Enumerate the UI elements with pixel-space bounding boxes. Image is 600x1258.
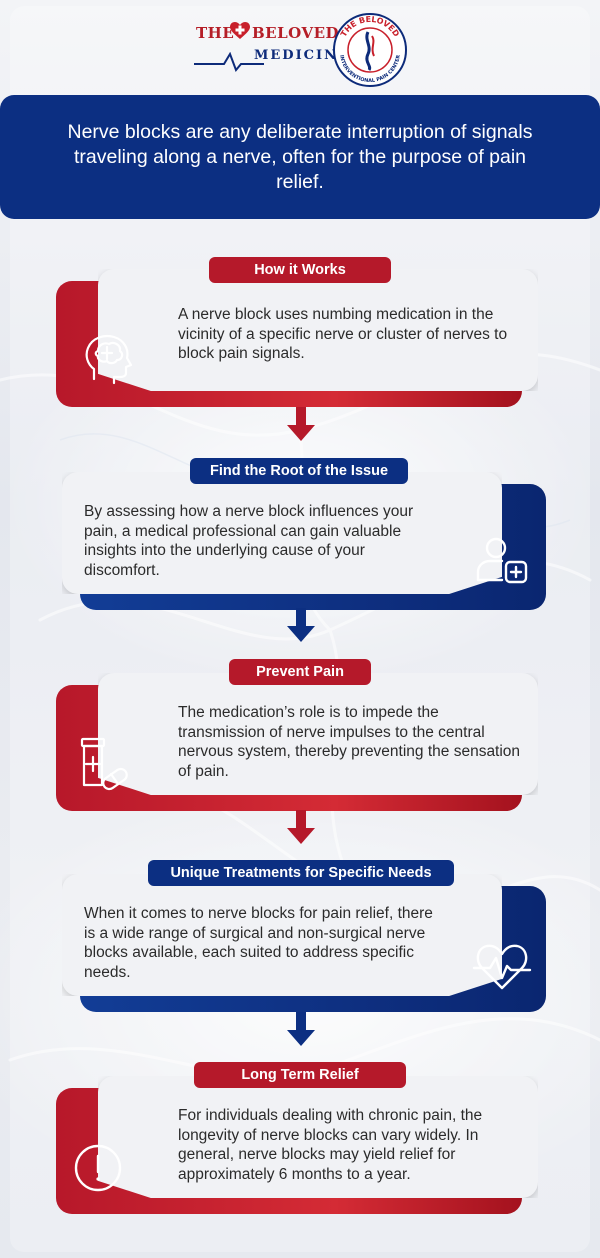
logo-medicine-text: MEDICINE [254, 48, 350, 63]
heart-cross-icon [230, 22, 250, 39]
section-card: By assessing how a nerve block influence… [62, 472, 502, 594]
heart-pulse-icon [472, 944, 532, 990]
logo-medicine-rest: EDICINE [270, 48, 350, 63]
brand-logo: THE BELOVED MEDICINE THE BELOVED INTERVE… [192, 13, 412, 87]
section-title: Find the Root of the Issue [190, 458, 408, 484]
down-arrow-icon [287, 1012, 315, 1046]
logo-medicine-initial: M [254, 48, 271, 63]
section-title: Prevent Pain [229, 659, 371, 685]
section-text: By assessing how a nerve block influence… [84, 503, 414, 579]
section-card: When it comes to nerve blocks for pain r… [62, 874, 502, 996]
pain-center-seal-icon: THE BELOVED INTERVENTIONAL PAIN CENTER [333, 13, 407, 87]
section-text: When it comes to nerve blocks for pain r… [84, 905, 433, 981]
section-card: A nerve block uses numbing medication in… [98, 269, 538, 391]
down-arrow-icon [287, 407, 315, 441]
section-title: Unique Treatments for Specific Needs [148, 860, 454, 886]
pulse-line-icon [194, 52, 264, 72]
section-text: The medication’s role is to impede the t… [178, 704, 521, 780]
brain-head-icon [85, 334, 133, 385]
intro-banner: Nerve blocks are any deliberate interrup… [0, 95, 600, 219]
section-title: Long Term Relief [194, 1062, 406, 1088]
logo-beloved-text: BELOVED [252, 24, 340, 42]
intro-text: Nerve blocks are any deliberate interrup… [67, 120, 533, 193]
section-title: How it Works [209, 257, 391, 283]
logo-the-text: THE [196, 24, 235, 42]
medicine-bottle-icon [80, 737, 128, 791]
user-plus-icon [476, 537, 528, 584]
section-card: For individuals dealing with chronic pai… [98, 1076, 538, 1198]
section-text: For individuals dealing with chronic pai… [178, 1107, 483, 1183]
section-text: A nerve block uses numbing medication in… [178, 306, 508, 362]
section-card: The medication’s role is to impede the t… [98, 673, 538, 795]
warning-circle-icon [74, 1144, 122, 1192]
down-arrow-icon [287, 608, 315, 642]
down-arrow-icon [287, 810, 315, 844]
